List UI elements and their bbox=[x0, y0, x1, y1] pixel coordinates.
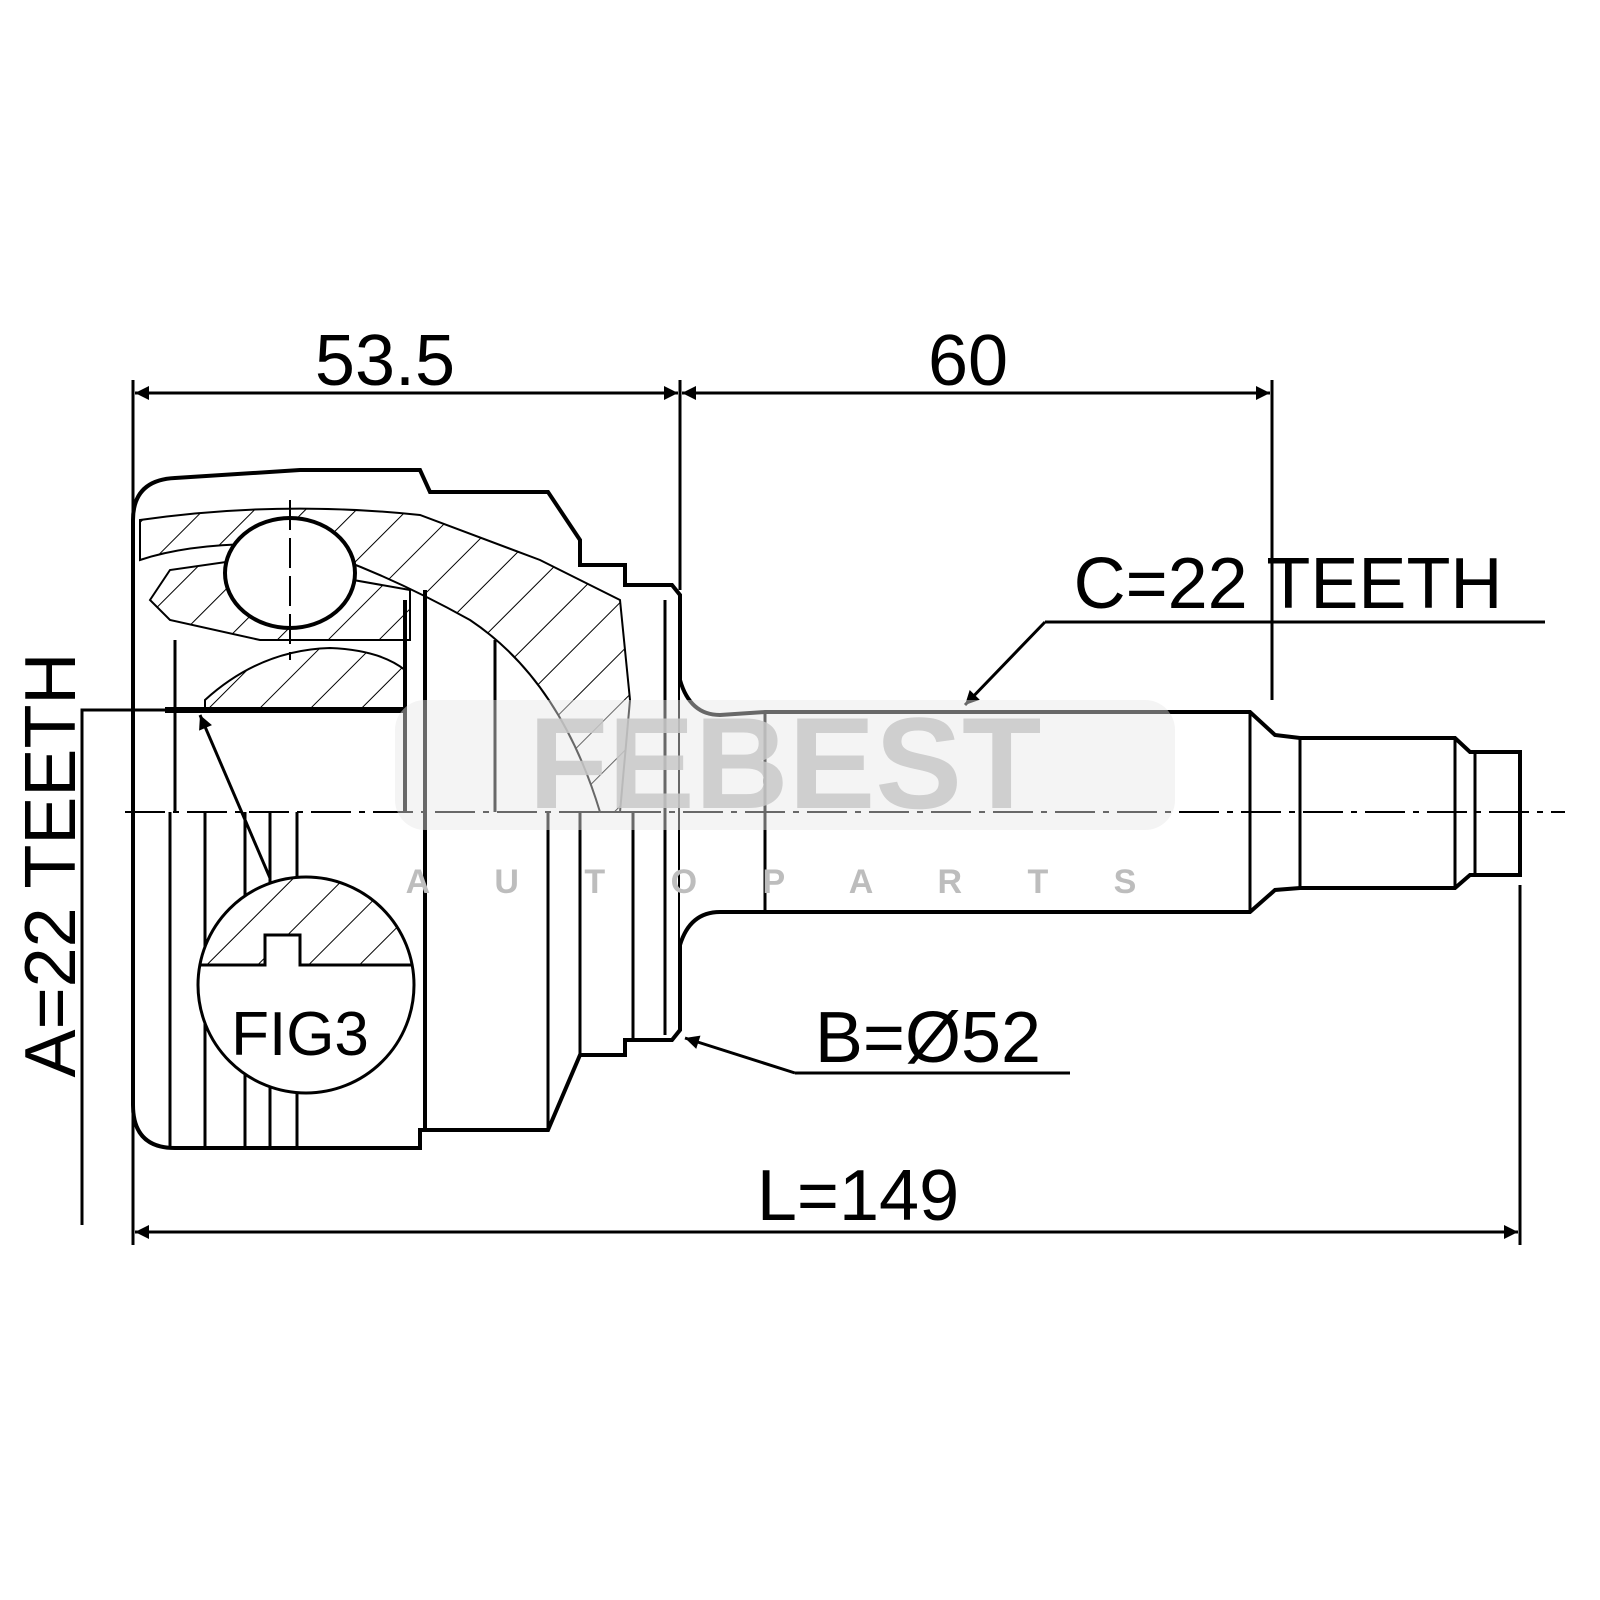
watermark-brand: FEBEST bbox=[529, 690, 1042, 836]
dimension-housing-length: 53.5 bbox=[315, 321, 455, 401]
outer-spline-label: C=22 TEETH bbox=[1074, 544, 1503, 624]
inner-spline-label: A=22 TEETH bbox=[11, 653, 91, 1078]
fig3-detail: FIG3 bbox=[196, 714, 416, 1095]
dimension-lines bbox=[80, 380, 1545, 1245]
watermark: FEBEST A U T O P A R T S bbox=[395, 690, 1175, 901]
outer-diameter-label: B=Ø52 bbox=[815, 998, 1041, 1078]
watermark-subtitle: A U T O P A R T S bbox=[406, 863, 1165, 901]
dimension-shaft-length: 60 bbox=[928, 321, 1008, 401]
fig3-label: FIG3 bbox=[231, 1000, 369, 1069]
total-length-label: L=149 bbox=[757, 1156, 959, 1236]
